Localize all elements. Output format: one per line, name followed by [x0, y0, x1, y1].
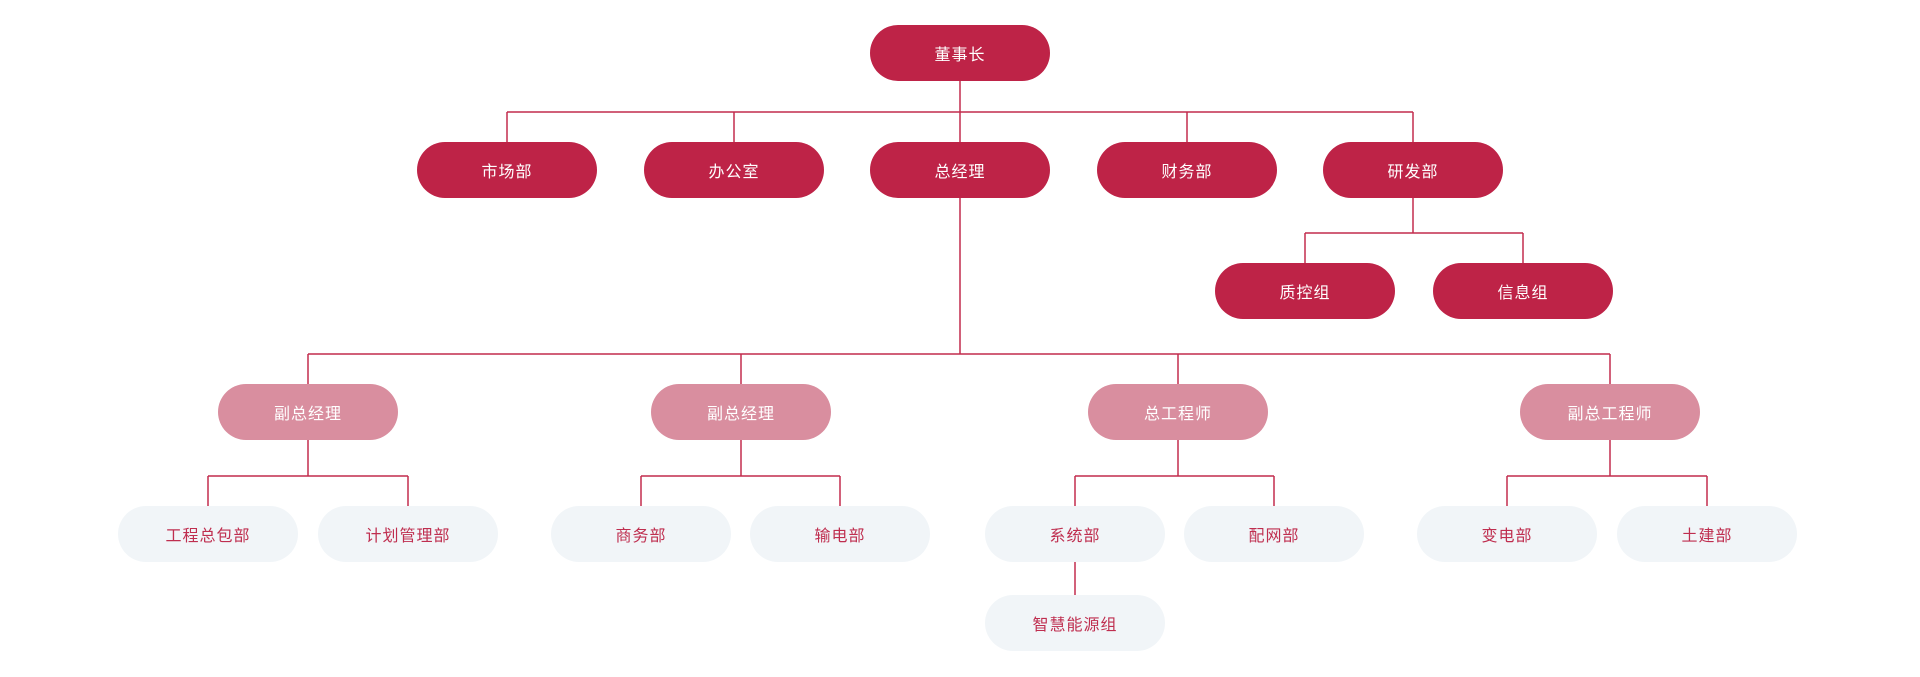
- node-deputy-chief-engineer: 副总工程师: [1520, 384, 1700, 440]
- node-deputy-gm-1: 副总经理: [218, 384, 398, 440]
- node-chief-engineer: 总工程师: [1088, 384, 1268, 440]
- node-label: 副总经理: [706, 406, 775, 423]
- node-label: 质控组: [1279, 285, 1331, 302]
- node-distribution: 配网部: [1184, 506, 1364, 562]
- node-label: 办公室: [708, 164, 760, 181]
- node-chairman: 董事长: [870, 25, 1050, 81]
- node-label: 配网部: [1248, 528, 1300, 545]
- node-label: 输电部: [814, 528, 866, 545]
- node-quality-control: 质控组: [1215, 263, 1395, 319]
- node-substation: 变电部: [1417, 506, 1597, 562]
- node-finance: 财务部: [1097, 142, 1277, 198]
- node-commerce: 商务部: [551, 506, 731, 562]
- node-label: 研发部: [1387, 164, 1439, 181]
- node-label: 市场部: [481, 164, 533, 181]
- node-smart-energy: 智慧能源组: [985, 595, 1165, 651]
- node-label: 商务部: [615, 528, 667, 545]
- node-label: 土建部: [1681, 528, 1733, 545]
- node-office: 办公室: [644, 142, 824, 198]
- node-label: 工程总包部: [165, 528, 251, 545]
- node-label: 总经理: [934, 164, 986, 181]
- node-label: 副总经理: [273, 406, 342, 423]
- node-label: 副总工程师: [1567, 406, 1653, 423]
- node-label: 系统部: [1049, 528, 1101, 545]
- node-deputy-gm-2: 副总经理: [651, 384, 831, 440]
- node-rnd: 研发部: [1323, 142, 1503, 198]
- node-label: 总工程师: [1143, 406, 1212, 423]
- node-label: 计划管理部: [365, 528, 451, 545]
- node-marketing: 市场部: [417, 142, 597, 198]
- node-epc: 工程总包部: [118, 506, 298, 562]
- node-label: 财务部: [1161, 164, 1213, 181]
- node-label: 信息组: [1497, 285, 1549, 302]
- node-information: 信息组: [1433, 263, 1613, 319]
- node-general-manager: 总经理: [870, 142, 1050, 198]
- node-system: 系统部: [985, 506, 1165, 562]
- node-label: 智慧能源组: [1032, 617, 1118, 634]
- node-label: 变电部: [1481, 528, 1533, 545]
- node-label: 董事长: [934, 47, 986, 64]
- node-civil: 土建部: [1617, 506, 1797, 562]
- node-planning: 计划管理部: [318, 506, 498, 562]
- node-transmission: 输电部: [750, 506, 930, 562]
